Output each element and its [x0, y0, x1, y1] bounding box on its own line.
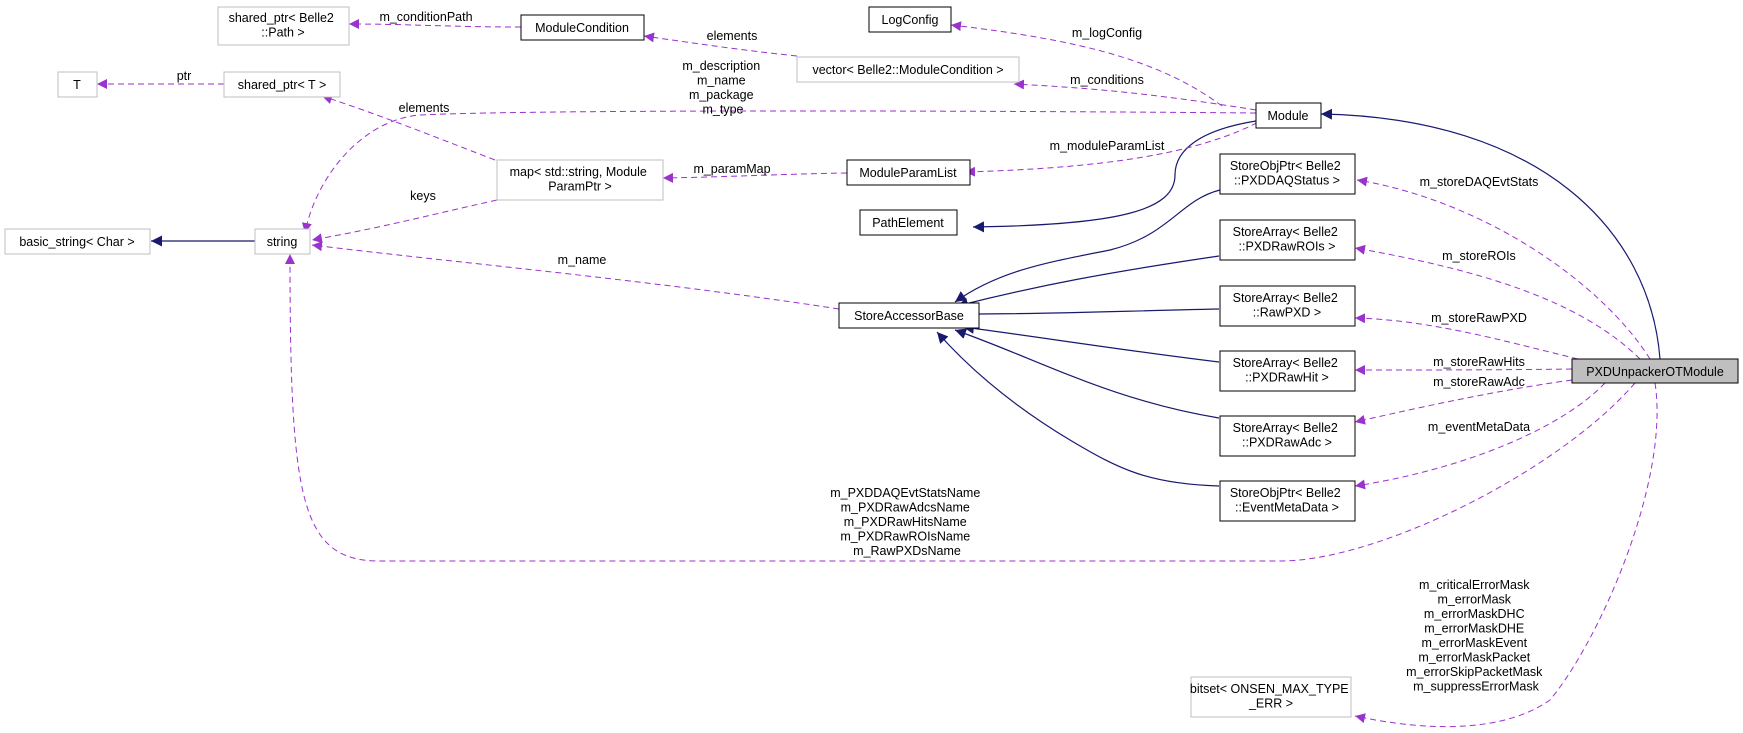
svg-text:bitset< ONSEN_MAX_TYPE: bitset< ONSEN_MAX_TYPE _ERR > — [1190, 682, 1352, 711]
edge-path-element-to-module — [972, 120, 1257, 233]
node-store-accessor-base[interactable]: StoreAccessorBase — [838, 302, 980, 329]
label-keys: keys — [410, 189, 436, 203]
svg-text:vector< Belle2::ModuleConditio: vector< Belle2::ModuleCondition > — [812, 63, 1003, 77]
svg-text:StoreArray< Belle2 ::P: StoreArray< Belle2 ::PXDRawAdc > — [1233, 421, 1342, 450]
node-vector-module-condition[interactable]: vector< Belle2::ModuleCondition > — [796, 56, 1020, 83]
node-module[interactable]: Module — [1255, 102, 1322, 129]
label-store-rawpxd: m_storeRawPXD — [1431, 311, 1527, 325]
label-elements-vector: elements — [707, 29, 758, 43]
edge-sab-to-sa-rawadc — [954, 328, 1220, 419]
svg-text:StoreAccessorBase: StoreAccessorBase — [854, 309, 964, 323]
label-event-meta: m_eventMetaData — [1428, 420, 1530, 434]
node-bitset-onsen[interactable]: bitset< ONSEN_MAX_TYPE _ERR > — [1190, 676, 1352, 718]
svg-text:StoreArray< Belle2 ::P: StoreArray< Belle2 ::PXDRawHit > — [1233, 356, 1342, 385]
svg-text:StoreArray< Belle2 ::R: StoreArray< Belle2 ::RawPXD > — [1233, 291, 1342, 320]
svg-text:PathElement: PathElement — [872, 216, 944, 230]
node-storeobjptr-eventmetadata[interactable]: StoreObjPtr< Belle2 ::EventMetaData > — [1219, 480, 1356, 522]
label-condition-path: m_conditionPath — [379, 10, 472, 24]
label-store-rawadc: m_storeRawAdc — [1433, 375, 1525, 389]
edge-conditions — [1013, 79, 1257, 111]
edge-param-map — [662, 172, 848, 183]
edge-module-to-root — [1320, 108, 1661, 360]
edge-elements-vector — [643, 32, 798, 57]
label-store-rois: m_storeROIs — [1442, 249, 1516, 263]
edge-module-strings — [301, 110, 1257, 234]
svg-text:shared_ptr< T >: shared_ptr< T > — [238, 78, 327, 92]
edge-name — [311, 241, 840, 310]
edge-sab-to-sop-daq — [954, 189, 1221, 303]
edge-sab-to-sa-rawpxd — [966, 308, 1220, 320]
node-pxd-unpacker-ot-module[interactable]: PXDUnpackerOTModule — [1571, 358, 1739, 384]
svg-text:LogConfig: LogConfig — [882, 13, 939, 27]
node-path-element[interactable]: PathElement — [859, 209, 958, 236]
label-conditions: m_conditions — [1070, 73, 1144, 87]
edge-store-daq — [1356, 176, 1651, 360]
label-ptr: ptr — [177, 69, 192, 83]
label-module-strings: m_description m_name m_package m_type — [682, 59, 763, 117]
edge-elements-map — [321, 94, 496, 161]
node-string[interactable]: string — [254, 228, 311, 255]
node-module-param-list[interactable]: ModuleParamList — [846, 159, 971, 186]
svg-text:shared_ptr< Belle2 ::P: shared_ptr< Belle2 ::Path > — [229, 11, 338, 40]
node-basic-string[interactable]: basic_string< Char > — [4, 228, 151, 255]
svg-text:ModuleParamList: ModuleParamList — [859, 166, 957, 180]
edge-root-names — [285, 253, 1636, 562]
svg-text:StoreArray< Belle2 ::P: StoreArray< Belle2 ::PXDRawROIs > — [1233, 225, 1342, 254]
node-shared-ptr-path[interactable]: shared_ptr< Belle2 ::Path > — [217, 6, 350, 46]
svg-text:Module: Module — [1268, 109, 1309, 123]
node-storearray-rawpxd[interactable]: StoreArray< Belle2 ::RawPXD > — [1219, 285, 1356, 327]
node-storeobjptr-pxddaqstatus[interactable]: StoreObjPtr< Belle2 ::PXDDAQStatus > — [1219, 153, 1356, 195]
svg-text:map< std::string, Module: map< std::string, Module ParamPtr > — [510, 165, 651, 194]
label-elements-map: elements — [399, 101, 450, 115]
label-param-map: m_paramMap — [693, 162, 770, 176]
node-log-config[interactable]: LogConfig — [868, 6, 952, 33]
edge-sab-to-sa-rois — [956, 255, 1220, 309]
svg-text:StoreObjPtr< Belle2 ::: StoreObjPtr< Belle2 ::PXDDAQStatus > — [1230, 159, 1344, 188]
node-shared-ptr-t[interactable]: shared_ptr< T > — [223, 71, 341, 98]
node-storearray-pxdrawrois[interactable]: StoreArray< Belle2 ::PXDRawROIs > — [1219, 219, 1356, 261]
edge-error-masks — [1354, 382, 1658, 728]
edge-condition-path — [348, 19, 522, 30]
svg-text:ModuleCondition: ModuleCondition — [535, 21, 629, 35]
label-name: m_name — [558, 253, 607, 267]
edge-store-rawhits — [1354, 364, 1573, 375]
node-map-param[interactable]: map< std::string, Module ParamPtr > — [496, 159, 664, 201]
svg-text:basic_string< Char >: basic_string< Char > — [19, 235, 134, 249]
svg-text:PXDUnpackerOTModule: PXDUnpackerOTModule — [1586, 365, 1724, 379]
edge-store-rawpxd — [1354, 313, 1579, 360]
node-t[interactable]: T — [57, 71, 98, 98]
node-module-condition[interactable]: ModuleCondition — [520, 14, 645, 41]
label-log-config: m_logConfig — [1072, 26, 1142, 40]
edge-store-rawadc — [1354, 379, 1573, 425]
label-root-names: m_PXDDAQEvtStatsName m_PXDRawAdcsName m_… — [830, 486, 984, 558]
svg-text:string: string — [267, 235, 298, 249]
edge-log-config — [950, 21, 1223, 107]
label-error-masks: m_criticalErrorMask m_errorMask m_errorM… — [1406, 578, 1546, 694]
edge-store-rois — [1354, 244, 1641, 360]
edge-sab-to-sop-meta — [936, 331, 1220, 487]
edge-keys — [311, 199, 498, 244]
svg-text:StoreObjPtr< Belle2 ::: StoreObjPtr< Belle2 ::EventMetaData > — [1230, 486, 1344, 515]
node-storearray-pxdrawhit[interactable]: StoreArray< Belle2 ::PXDRawHit > — [1219, 350, 1356, 392]
edge-sab-to-sa-rawhit — [962, 322, 1220, 363]
label-store-rawhits: m_storeRawHits — [1433, 355, 1525, 369]
label-store-daq: m_storeDAQEvtStats — [1420, 175, 1539, 189]
node-storearray-pxdrawadc[interactable]: StoreArray< Belle2 ::PXDRawAdc > — [1219, 415, 1356, 457]
edge-module-param-list — [964, 117, 1267, 177]
edge-event-meta — [1354, 382, 1606, 490]
svg-text:T: T — [73, 78, 81, 92]
label-module-param-list: m_moduleParamList — [1050, 139, 1165, 153]
